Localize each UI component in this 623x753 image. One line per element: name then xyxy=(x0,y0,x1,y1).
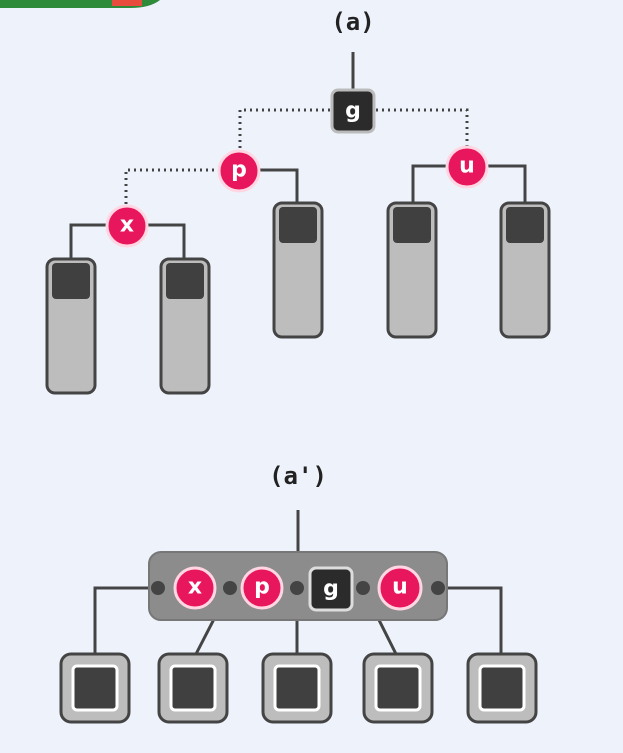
svg-text:g: g xyxy=(345,99,361,124)
node-x-a: x xyxy=(105,204,149,248)
svg-text:x: x xyxy=(120,213,134,238)
corner-decoration xyxy=(0,0,160,8)
diagram-b-children xyxy=(59,652,538,724)
svg-text:u: u xyxy=(459,154,475,179)
node-p-a: p xyxy=(217,149,261,193)
node-g-b: g xyxy=(308,566,354,612)
diagram-a-subtrees xyxy=(45,201,551,395)
svg-text:p: p xyxy=(231,158,247,183)
node-u-b: u xyxy=(377,565,423,611)
diagram-a-label: (a) xyxy=(331,8,374,36)
node-p-b: p xyxy=(240,566,284,610)
svg-text:x: x xyxy=(188,575,202,600)
child-box-5 xyxy=(466,652,538,724)
diagram-a-edges xyxy=(69,52,527,262)
subtree-p-right xyxy=(272,201,324,339)
child-box-4 xyxy=(362,652,434,724)
child-box-3 xyxy=(261,652,333,724)
child-box-2 xyxy=(157,652,229,724)
svg-text:u: u xyxy=(392,575,408,600)
subtree-u-right xyxy=(499,201,551,339)
subtree-x-right xyxy=(159,257,211,395)
node-g-a: g xyxy=(330,88,376,134)
subtree-u-left xyxy=(386,201,438,339)
node-x-b: x xyxy=(173,566,217,610)
diagram-b-connector-dots xyxy=(151,581,445,595)
child-box-1 xyxy=(59,652,131,724)
svg-text:p: p xyxy=(254,575,270,600)
diagram-b-label: (a') xyxy=(269,462,327,490)
subtree-x-left xyxy=(45,257,97,395)
node-u-a: u xyxy=(445,145,489,189)
svg-text:g: g xyxy=(323,577,339,602)
